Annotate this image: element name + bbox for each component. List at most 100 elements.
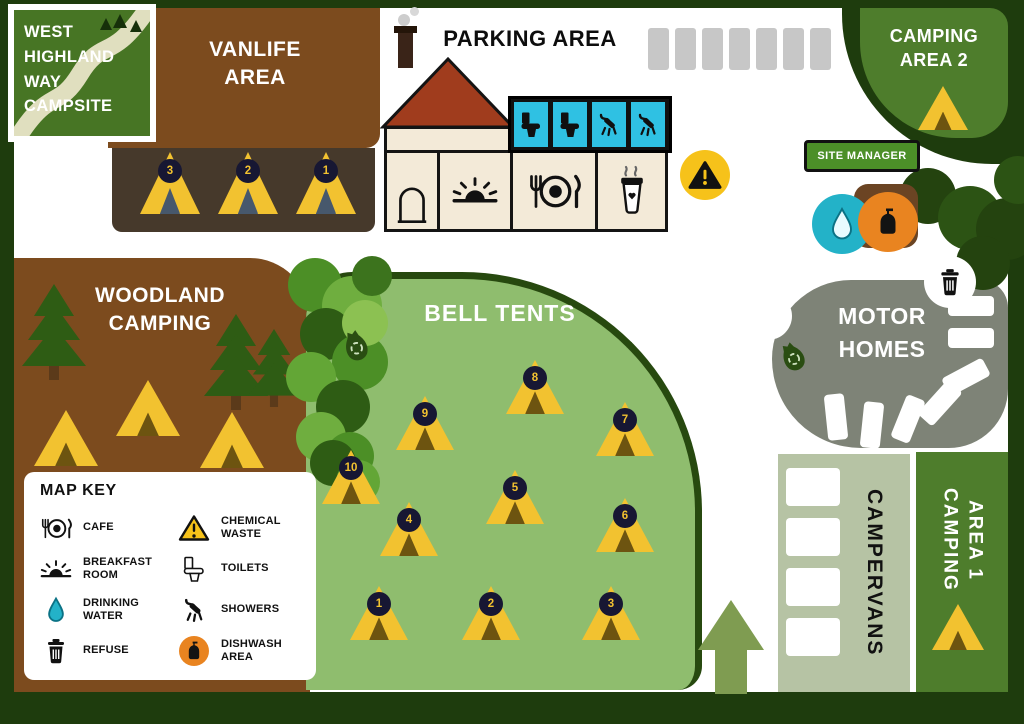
- trash-icon: [38, 638, 74, 664]
- shower-cell: [592, 102, 626, 147]
- soap-bottle-icon: [176, 636, 212, 666]
- shower-cell: [631, 102, 665, 147]
- bell-tents-label: BELL TENTS: [424, 300, 576, 326]
- sunrise-icon: [38, 558, 74, 581]
- tent-number: 1: [367, 592, 391, 617]
- chimney-cap: [394, 26, 417, 33]
- smoke-icon: [410, 7, 419, 16]
- parking-spot: [648, 28, 669, 70]
- toilet-icon: [560, 112, 579, 137]
- legend-item-breakfast-room: BREAKFAST ROOM: [38, 553, 168, 585]
- camping-area-2-label: CAMPING AREA 2: [889, 26, 979, 71]
- tent-number: 6: [613, 504, 637, 529]
- parking-spot: [702, 28, 723, 70]
- bell-tent: 2: [462, 586, 520, 640]
- room-cafe: [510, 150, 598, 232]
- logo-line: WEST: [24, 23, 74, 41]
- pine-tree-icon: [22, 284, 86, 380]
- motorhome-parking-spot: [948, 328, 994, 348]
- legend-item-drinking-water: DRINKING WATER: [38, 594, 168, 626]
- vanlife-tent: 1: [296, 152, 356, 214]
- tent-number: 8: [523, 366, 547, 391]
- pine-tree-icon: [204, 314, 268, 410]
- room-entrance: [384, 150, 440, 232]
- tent-number: 9: [413, 402, 437, 427]
- bell-tent: 10: [322, 450, 380, 504]
- roof: [380, 56, 516, 129]
- camping-area-1: [916, 452, 1008, 692]
- litter-bag-icon: [782, 342, 805, 371]
- tent-number: 7: [613, 408, 637, 433]
- pine-tree-icon: [248, 329, 300, 407]
- motorhomes-label: MOTOR HOMES: [838, 303, 926, 363]
- vanlife-tent: 3: [140, 152, 200, 214]
- toilet-cell: [514, 102, 548, 147]
- vanlife-area-label: VANLIFE AREA: [209, 38, 301, 90]
- camping-area-1-tent-icon: [932, 604, 984, 650]
- litter-bag-icon: [346, 330, 368, 361]
- vanlife-tent: 2: [218, 152, 278, 214]
- parking-spot: [729, 28, 750, 70]
- campervan-parking-spot: [786, 518, 840, 556]
- bell-tent: 7: [596, 402, 654, 456]
- toilet-cell: [553, 102, 587, 147]
- tent-number: 10: [339, 456, 363, 481]
- parking-spot: [756, 28, 777, 70]
- bell-tent: 1: [350, 586, 408, 640]
- bell-tent: 8: [506, 360, 564, 414]
- cutlery-icon: [530, 174, 581, 208]
- logo-line: HIGHLAND: [24, 47, 115, 66]
- parking-area-label: PARKING AREA: [443, 26, 617, 51]
- parking-spot: [810, 28, 831, 70]
- bell-tent: 3: [582, 586, 640, 640]
- coffee-cup-icon: [620, 165, 643, 214]
- trash-icon: [941, 269, 959, 296]
- cutlery-icon: [38, 517, 74, 540]
- site-manager-sign: SITE MANAGER: [804, 140, 920, 172]
- campervans-label: CAMPERVANS: [863, 489, 886, 657]
- parking-spot: [675, 28, 696, 70]
- tent-number: 4: [397, 508, 421, 533]
- parking-spot: [783, 28, 804, 70]
- campervan-parking-spot: [786, 468, 840, 506]
- toilet-icon: [176, 555, 212, 584]
- bell-tent: 9: [396, 396, 454, 450]
- chemical-waste-point: [680, 150, 730, 200]
- tent-number: 3: [158, 159, 182, 184]
- tent-number: 2: [236, 159, 260, 184]
- bell-tent: 6: [596, 498, 654, 552]
- soap-bottle-icon: [880, 208, 896, 234]
- camping-area-2-tent-icon: [918, 86, 968, 130]
- bell-tent: 5: [486, 470, 544, 524]
- legend-item-toilets: TOILETS: [176, 553, 312, 585]
- tent-number: 2: [479, 592, 503, 617]
- logo-river-icon: [14, 10, 150, 136]
- warning-icon: [688, 161, 722, 189]
- tent-number: 5: [503, 476, 527, 501]
- room-coffee: [595, 150, 668, 232]
- map-key-title: MAP KEY: [40, 482, 117, 499]
- woodland-tent-icon: [200, 412, 264, 468]
- logo-line: CAMPSITE: [24, 97, 113, 116]
- campervan-parking-spot: [786, 568, 840, 606]
- shower-icon: [599, 113, 617, 136]
- toilet-icon: [521, 112, 540, 137]
- door-icon: [397, 187, 427, 223]
- legend-item-showers: SHOWERS: [176, 594, 312, 626]
- chimney: [398, 30, 413, 68]
- motorhome-parking-spot: [948, 296, 994, 316]
- woodland-tent-icon: [116, 380, 180, 436]
- warning-icon: [176, 514, 212, 542]
- woodland-tent-icon: [34, 410, 98, 466]
- map-key: MAP KEY CAFE: [24, 472, 316, 680]
- tent-number: 1: [314, 159, 338, 184]
- woodland-camping-label: WOODLAND CAMPING: [95, 284, 225, 336]
- room-breakfast: [437, 150, 513, 232]
- legend-item-dishwash-area: DISHWASH AREA: [176, 635, 312, 667]
- camping-area-1-label: CAMPING AREA 1: [939, 488, 986, 592]
- entrance-arrow-icon: [698, 600, 764, 694]
- bush-icon: [352, 256, 392, 296]
- water-drop-icon: [832, 206, 852, 240]
- dishwash-point: [858, 192, 918, 252]
